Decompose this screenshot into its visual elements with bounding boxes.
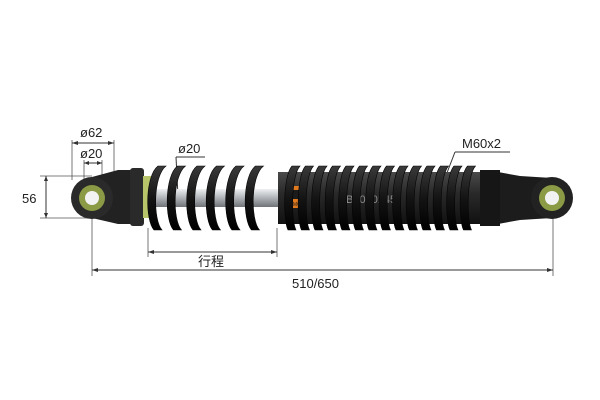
thread-label: M60x2 bbox=[462, 136, 501, 151]
spring-coil bbox=[324, 165, 342, 231]
spring-coil bbox=[166, 165, 187, 231]
eye-height-label: 56 bbox=[22, 191, 36, 206]
shock-absorber: CMC B2010145 bbox=[71, 165, 573, 231]
coil-spring bbox=[147, 165, 477, 231]
rod-diameter-label: ø20 bbox=[178, 141, 200, 156]
overall-length-label: 510/650 bbox=[292, 276, 339, 291]
eye-outer-diameter-label: ø62 bbox=[80, 125, 102, 140]
spring-coil bbox=[186, 165, 206, 231]
spring-coil bbox=[446, 165, 463, 231]
spring-coil bbox=[419, 165, 436, 231]
spring-coil bbox=[311, 165, 328, 231]
thread-collar bbox=[480, 170, 500, 226]
logo-text: CMC bbox=[289, 202, 301, 208]
right-mount-eye bbox=[480, 170, 573, 226]
spring-coil bbox=[459, 165, 477, 231]
spring-coil bbox=[432, 165, 450, 231]
spring-coil bbox=[365, 165, 382, 231]
upper-seat-bushing bbox=[143, 176, 151, 218]
spring-coil bbox=[205, 165, 226, 231]
upper-spring-seat bbox=[130, 168, 144, 226]
left-mount-eye bbox=[71, 170, 140, 224]
eye-inner-diameter-label: ø20 bbox=[80, 146, 102, 161]
spring-coil bbox=[297, 165, 315, 231]
spring-coil bbox=[284, 165, 301, 231]
dimension-arrows bbox=[44, 141, 553, 272]
spring-coil bbox=[338, 165, 355, 231]
spring-coil bbox=[147, 165, 167, 231]
spring-coil bbox=[244, 165, 265, 231]
spring-coil bbox=[351, 165, 369, 231]
spring-coil bbox=[405, 165, 423, 231]
spring-coil bbox=[378, 165, 396, 231]
spring-coil bbox=[392, 165, 409, 231]
stroke-label: 行程 bbox=[198, 254, 224, 269]
spring-coil bbox=[225, 165, 245, 231]
